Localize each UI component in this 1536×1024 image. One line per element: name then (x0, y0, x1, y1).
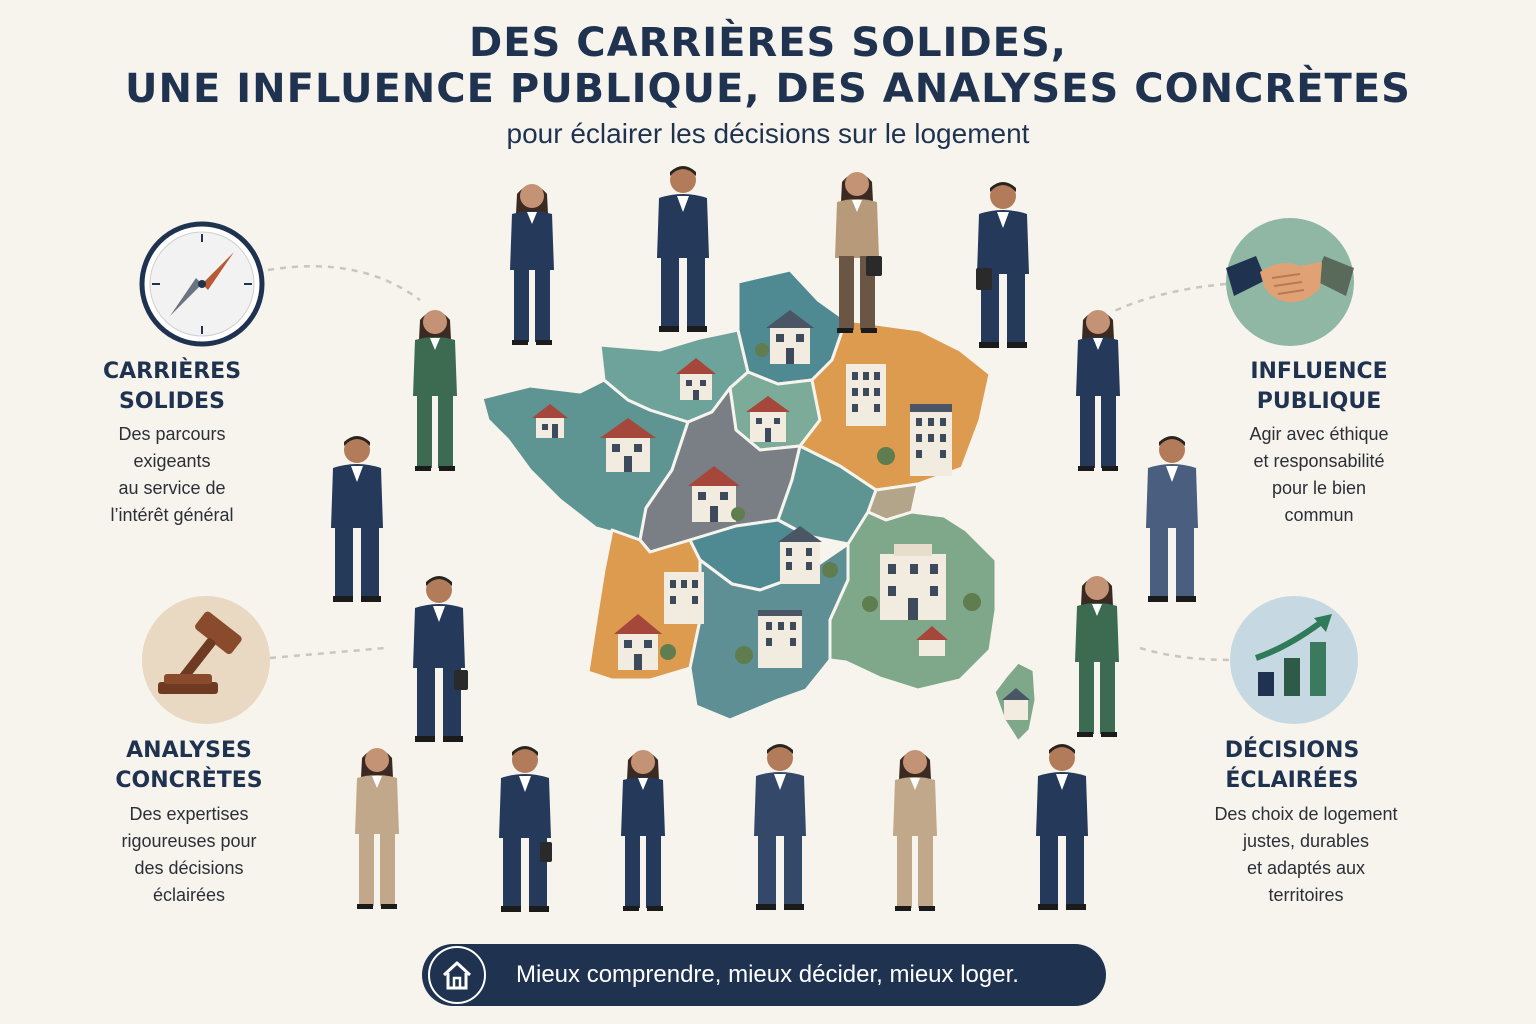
house-icon (532, 404, 568, 438)
handshake-icon (1226, 218, 1354, 346)
decisions-description: Des choix de logement justes, durables e… (1214, 804, 1398, 905)
house-icon (428, 946, 486, 1004)
house-icon (766, 310, 814, 364)
house-icon (676, 358, 716, 400)
house-icon (600, 418, 656, 472)
title-line-2: UNE INFLUENCE PUBLIQUE, DES ANALYSES CON… (125, 66, 1411, 112)
careers-description: Des parcours exigeants au service de l’i… (110, 424, 234, 525)
building-icon (846, 364, 886, 426)
subtitle: pour éclairer les décisions sur le logem… (506, 118, 1030, 149)
slogan-text: Mieux comprendre, mieux décider, mieux l… (516, 961, 1019, 988)
house-icon (688, 466, 740, 522)
gavel-icon (142, 596, 270, 724)
analyses-description: Des expertises rigoureuses pour des déci… (121, 804, 257, 905)
slogan-banner: Mieux comprendre, mieux décider, mieux l… (422, 944, 1106, 1006)
building-icon (664, 572, 704, 624)
title-line-1: DES CARRIÈRES SOLIDES, (469, 20, 1067, 66)
influence-description: Agir avec éthique et responsabilité pour… (1249, 424, 1389, 525)
building-icon (910, 404, 952, 476)
house-icon (778, 526, 822, 584)
careers-title: CARRIÈRES SOLIDES (102, 359, 242, 414)
house-icon (614, 614, 662, 670)
building-icon (880, 544, 946, 620)
decisions-title: DÉCISIONS ÉCLAIRÉES (1224, 738, 1360, 793)
compass-icon (138, 220, 266, 348)
growth-chart-icon (1230, 596, 1358, 724)
influence-title: INFLUENCE PUBLIQUE (1250, 359, 1388, 414)
building-icon (758, 610, 802, 668)
house-icon (916, 626, 948, 656)
map-buildings (532, 310, 1030, 720)
analyses-title: ANALYSES CONCRÈTES (115, 738, 263, 793)
house-icon (1002, 688, 1030, 720)
house-icon (746, 396, 790, 442)
